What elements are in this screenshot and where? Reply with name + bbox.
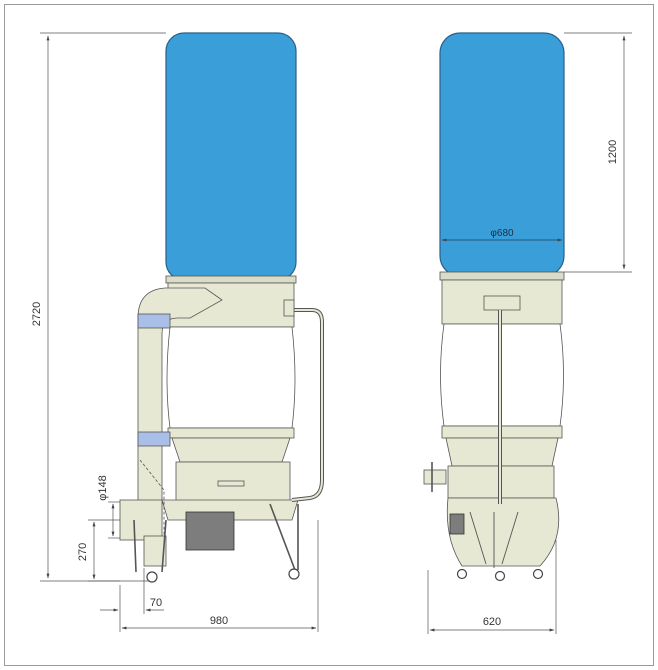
side-inlet-box: [143, 535, 167, 567]
front-caster-left: [456, 568, 468, 580]
dim-side-width: 980: [210, 615, 228, 627]
dim-overall-height: 2720: [31, 302, 43, 326]
dim-front-width: 620: [483, 616, 501, 628]
side-inlet-duct: [137, 287, 223, 521]
side-caster-rear: [288, 568, 300, 580]
side-base-slot: [217, 480, 245, 487]
front-view: [423, 32, 565, 582]
side-bag-clamp: [165, 275, 297, 284]
front-filter-bag: [439, 32, 565, 277]
dim-bag-height: 1200: [607, 140, 619, 164]
dim-inlet-diameter: φ148: [97, 475, 109, 501]
front-bag-clamp: [439, 271, 565, 281]
side-view: [119, 32, 324, 583]
dim-inlet-offset: 70: [150, 597, 162, 609]
dim-bag-diameter: φ680: [490, 228, 514, 239]
side-collection-bag: [166, 326, 296, 429]
side-return-hose: [291, 308, 324, 502]
front-impeller-housing: [446, 497, 560, 567]
side-hose-clamp: [283, 299, 295, 317]
side-return-hose-inner: [291, 309, 323, 501]
side-duct-band-lower: [137, 431, 171, 447]
side-base-housing: [175, 461, 291, 503]
front-motor-side: [449, 513, 465, 535]
dim-inlet-height: 270: [77, 543, 89, 561]
front-impeller-blades: [469, 511, 519, 568]
side-dimensions: [40, 32, 319, 632]
front-dimensions: [427, 32, 632, 634]
side-filter-bag: [165, 32, 297, 281]
side-duct-band-upper: [137, 313, 171, 329]
front-caster-right: [532, 568, 544, 580]
side-motor: [185, 511, 235, 551]
front-inlet-stub: [423, 469, 447, 485]
side-frame-legs: [133, 503, 299, 573]
front-caster-center: [494, 570, 506, 582]
side-hopper: [171, 437, 291, 463]
side-caster-front: [146, 571, 158, 583]
side-lower-clamp: [167, 427, 295, 439]
side-inlet-flange: [119, 499, 163, 541]
